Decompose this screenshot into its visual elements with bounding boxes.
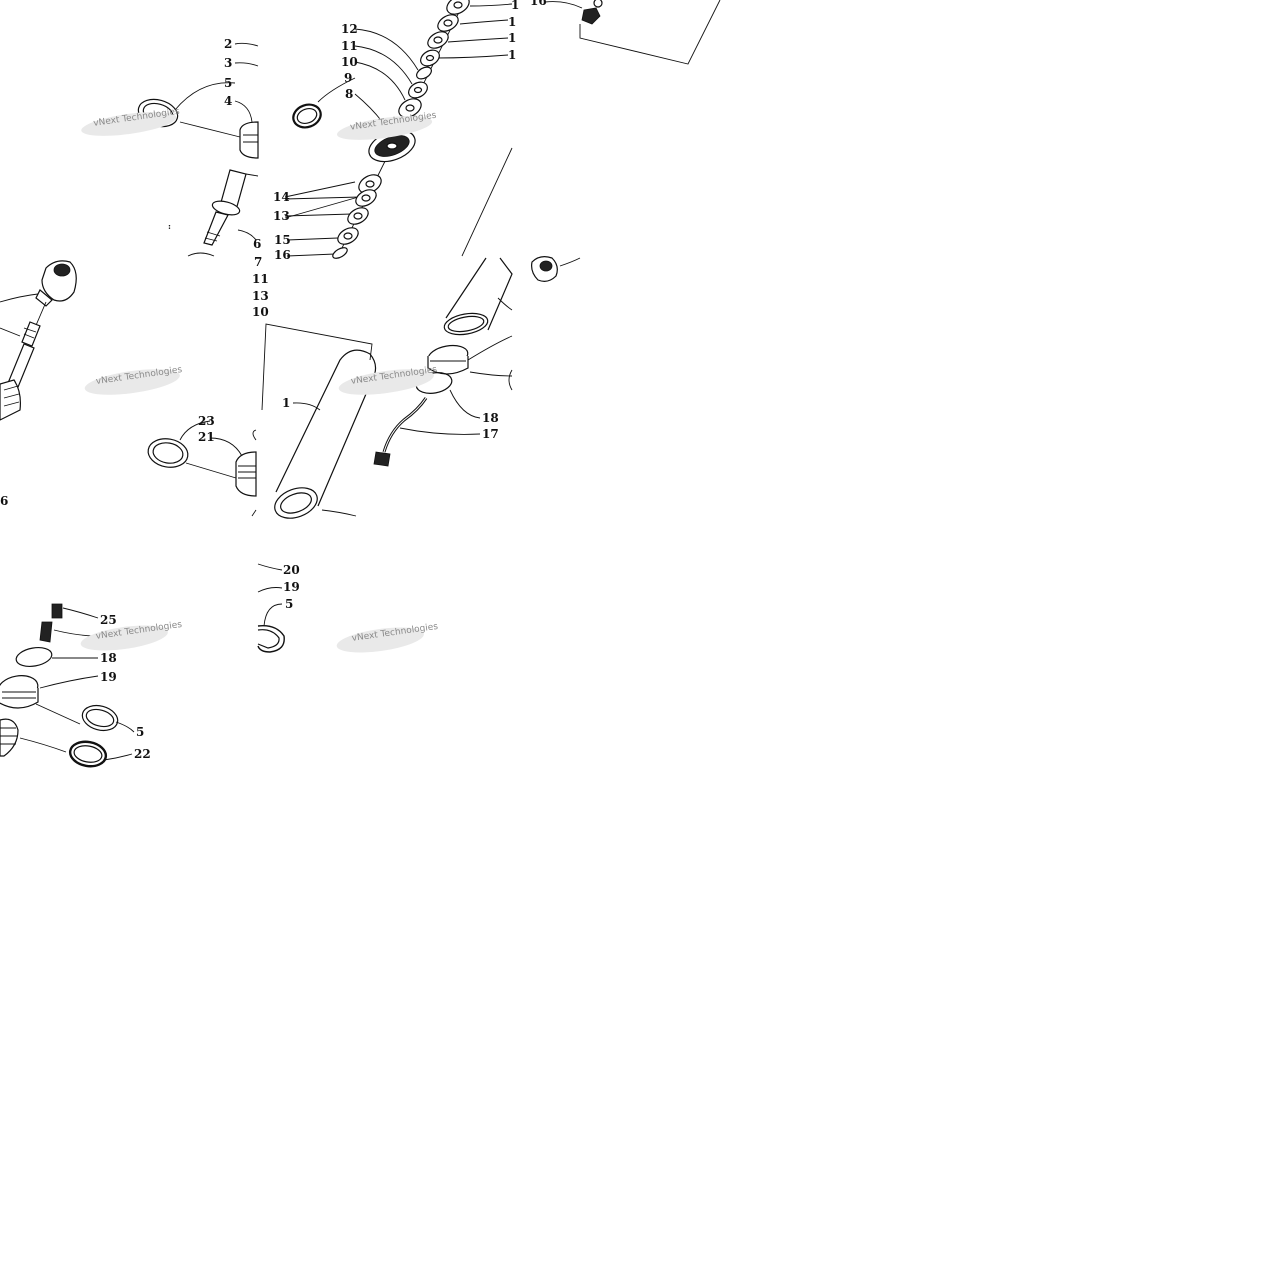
watermark: vNext Technologies: [84, 365, 183, 395]
callout-23: 23: [198, 414, 215, 428]
callout-right-b: 1: [508, 31, 516, 45]
gland-cap-part: [235, 429, 257, 517]
callout-18-bottom: 18: [100, 651, 117, 665]
reservoir-cap-part: [427, 335, 513, 391]
o-ring-part: [15, 647, 98, 667]
rod-end-eye-part: [0, 260, 77, 307]
reservoir-tube-part: [443, 257, 513, 336]
callout-14: 14: [273, 190, 290, 204]
callout-8: 8: [345, 87, 353, 101]
tile-top-right: 16: [530, 0, 721, 65]
lower-washer-stack: [332, 174, 382, 259]
watermark: vNext Technologies: [81, 107, 181, 136]
callout-cut-11: 11: [252, 272, 269, 286]
tile-top-left: 2 3 5 4 : vNext Technologies: [81, 37, 259, 257]
callout-21: 21: [198, 430, 215, 444]
callout-22: 22: [134, 747, 151, 761]
callout-right-top: 1: [511, 0, 519, 12]
callout-12: 12: [341, 22, 358, 36]
callout-17: 17: [482, 427, 499, 441]
callout-1: 1: [282, 396, 290, 410]
split-ring-part: [68, 740, 133, 768]
cap-part: [0, 675, 99, 709]
callout-cut-7: 7: [254, 255, 262, 269]
tile-center: 1 18 17 vNext Technologies: [261, 257, 513, 519]
callout-19-bottom: 19: [100, 670, 117, 684]
callout-10: 10: [341, 55, 358, 69]
piston-part: [0, 703, 81, 757]
watermark: vNext Technologies: [80, 620, 183, 651]
callout-cut-13: 13: [252, 289, 269, 303]
split-ring-part: [292, 103, 322, 129]
svg-text::: :: [168, 221, 171, 231]
watermark: vNext Technologies: [338, 365, 438, 395]
tile-middle-left: 23 21 6 vNext Technologies: [0, 260, 257, 517]
callout-16: 16: [274, 248, 291, 262]
callout-13: 13: [273, 209, 290, 223]
piston-head-part: [239, 121, 259, 159]
callout-5-bottom: 5: [136, 725, 144, 739]
tile-top-center: 12 11 10 9 8 14 13 15 16 1 1 1 1 vNext T…: [273, 0, 519, 262]
callout-right-c: 1: [508, 48, 516, 62]
callout-4: 4: [224, 94, 232, 108]
callout-19-center: 19: [283, 580, 300, 594]
outer-cylinder-part: [261, 323, 377, 519]
callout-2: 2: [224, 37, 232, 51]
callout-3: 3: [224, 56, 232, 70]
nut-part: [581, 0, 603, 25]
callout-5-center: 5: [285, 597, 293, 611]
tile-bottom-left: 25 24 18 19 5 22 vNext Technologies: [0, 603, 183, 768]
watermark: vNext Technologies: [336, 622, 439, 653]
seal-ring-part: [257, 625, 285, 653]
threaded-rod-part: [0, 301, 47, 393]
callout-cut-6: 6: [253, 237, 261, 251]
callout-25: 25: [100, 613, 117, 627]
callout-20: 20: [283, 563, 300, 577]
gland-part: [0, 379, 21, 421]
bleed-valve-part: [51, 603, 99, 619]
callout-15: 15: [274, 233, 291, 247]
callout-16-right: 16: [530, 0, 547, 8]
tile-middle-right: [531, 256, 581, 282]
seal-ring-part: [81, 704, 135, 733]
callout-9: 9: [344, 71, 352, 85]
hose-part: [373, 397, 481, 467]
callout-6-left: 6: [0, 494, 8, 508]
callout-5: 5: [224, 76, 232, 90]
callout-cut-10: 10: [252, 305, 269, 319]
callout-right-a: 1: [508, 15, 516, 29]
callout-18: 18: [482, 411, 499, 425]
cut-callouts: 6 7 11 13 10: [252, 237, 269, 319]
piston-rod-part: [187, 169, 259, 257]
washer-stack: [398, 0, 470, 118]
seal-ring-part: [147, 438, 189, 468]
tile-bottom-center: 20 19 5 vNext Technologies: [257, 563, 439, 653]
callout-11: 11: [341, 39, 358, 53]
